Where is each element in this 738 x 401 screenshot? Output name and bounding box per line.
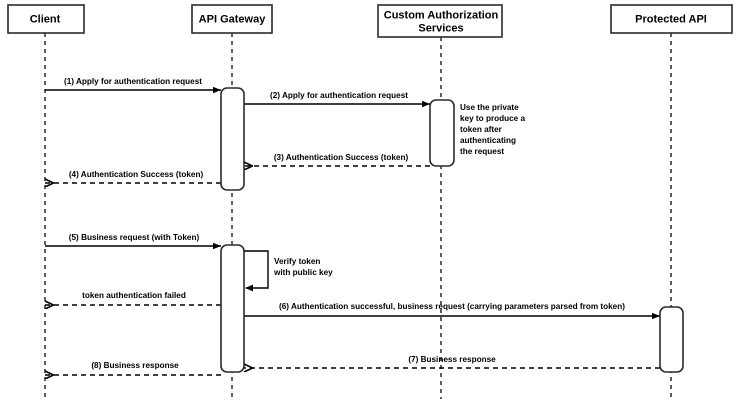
participant-api_gateway[interactable]: API Gateway <box>191 4 273 34</box>
self-messages-layer: Verify token with public key <box>244 250 333 292</box>
note-note1-line1: Use the private <box>460 103 519 112</box>
message-label-m3: (3) Authentication Success (token) <box>274 153 409 162</box>
note-note1-line5: the request <box>460 147 504 156</box>
notes-layer: Use the private key to produce a token aft… <box>460 103 526 156</box>
activation-bar-auth-act-1 <box>429 99 455 167</box>
participant-boxes-layer: Client API Gateway Custom AuthorizationSer… <box>7 4 733 38</box>
note-note1-line2: key to produce a <box>460 114 526 123</box>
message-label-m4: (4) Authentication Success (token) <box>69 170 204 179</box>
message-label-m2: (2) Apply for authentication request <box>270 91 408 100</box>
participant-client[interactable]: Client <box>7 4 85 34</box>
lifelines-layer <box>44 33 672 399</box>
participant-box-client <box>7 4 85 34</box>
messages-layer <box>45 86 660 375</box>
participant-label-protected_api: Protected API <box>635 13 707 25</box>
message-label-m5: (5) Business request (with Token) <box>69 233 200 242</box>
message-label-m6: (6) Authentication successful, business … <box>279 302 625 311</box>
activation-bar-gw-act-1 <box>220 87 245 191</box>
participant-box-custom_auth <box>377 4 503 38</box>
participant-box-protected_api <box>610 4 733 34</box>
self-message-path-self1[interactable] <box>244 250 269 289</box>
message-label-m1: (1) Apply for authentication request <box>64 77 202 86</box>
note-note1-line3: token after <box>460 125 503 134</box>
activation-bar-api-act-1 <box>659 306 684 373</box>
message-label-m8: (8) Business response <box>91 361 179 370</box>
participant-label-custom_auth-line2: Services <box>418 22 463 34</box>
participant-box-api_gateway <box>191 4 273 34</box>
participant-label-client: Client <box>30 13 61 25</box>
message-labels-layer: (1) Apply for authentication request (2) … <box>64 77 625 370</box>
self-message-label-self1-line1: Verify token <box>274 257 320 266</box>
activation-bar-gw-act-2 <box>220 244 245 373</box>
activations-layer <box>220 87 684 373</box>
participant-label-api_gateway: API Gateway <box>199 13 267 25</box>
message-label-m_fail: token authentication failed <box>82 291 186 300</box>
self-message-label-self1-line2: with public key <box>273 268 333 277</box>
participant-label-custom_auth-line1: Custom Authorization <box>384 9 499 21</box>
self-message-arrowhead-self1 <box>245 284 253 292</box>
message-label-m7: (7) Business response <box>408 355 496 364</box>
participant-protected_api[interactable]: Protected API <box>610 4 733 34</box>
note-note1-line4: authenticating <box>460 136 516 145</box>
